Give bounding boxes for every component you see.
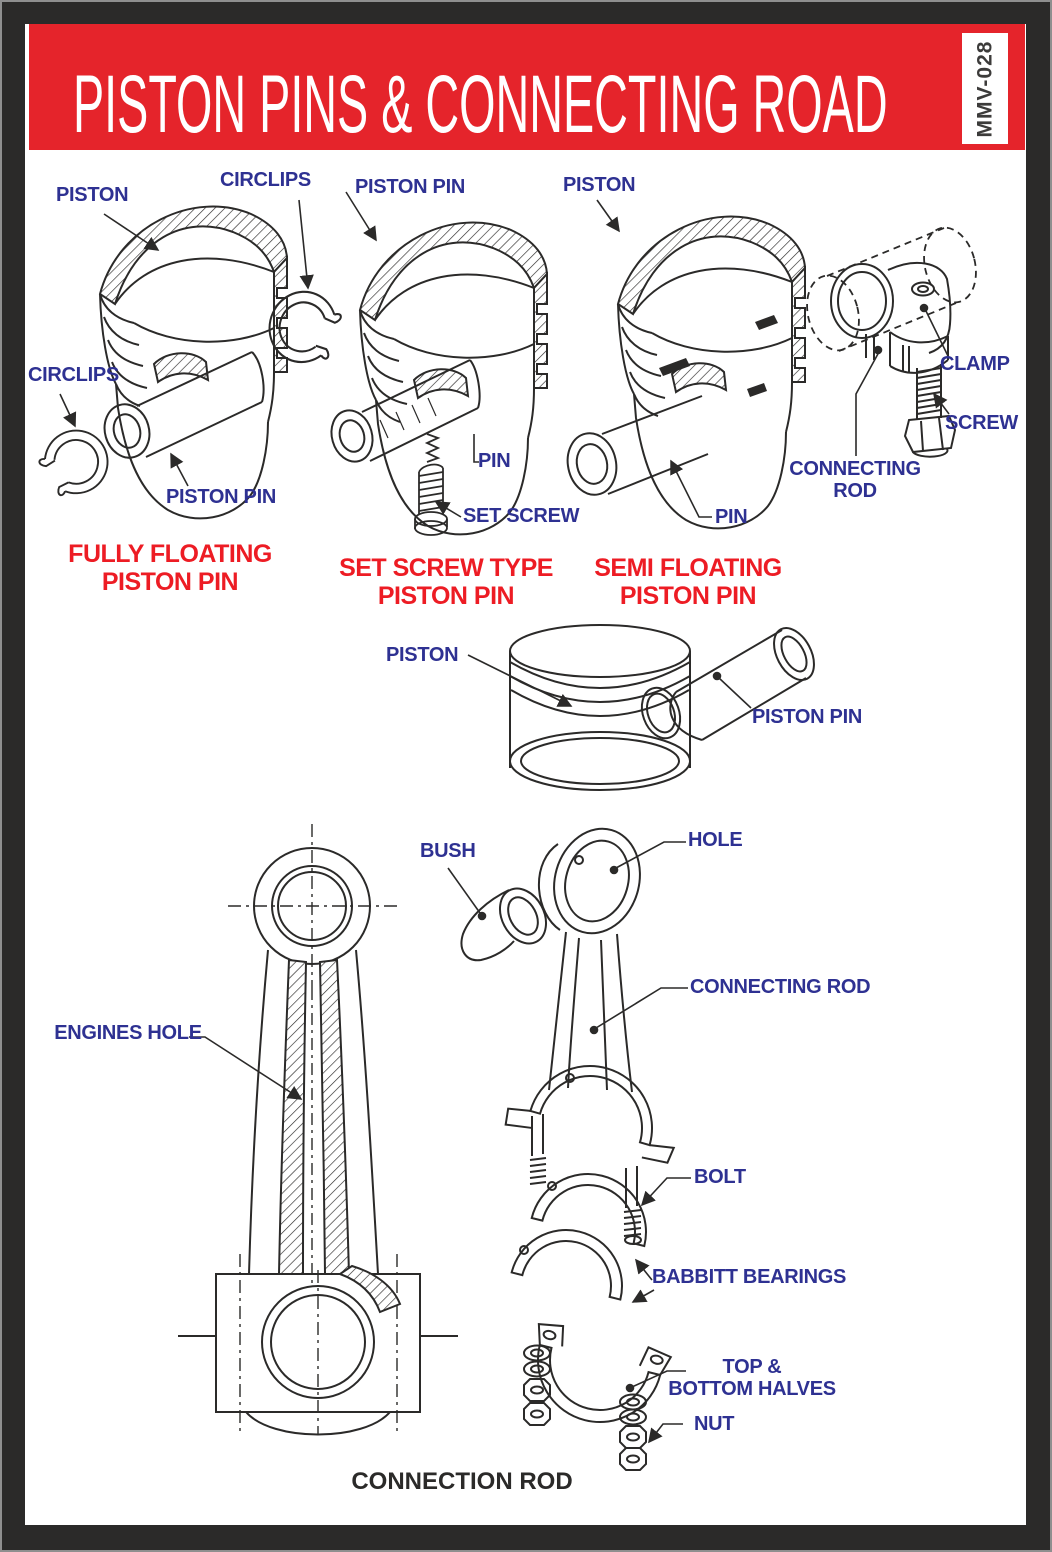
label-connecting-rod-clamp: CONNECTING ROD [789,458,921,503]
label-bush: BUSH [420,840,476,862]
label-engines-hole: ENGINES HOLE [54,1022,202,1044]
label-circlips-top: CIRCLIPS [220,169,311,191]
label-piston-pin-2: PISTON PIN [355,176,465,198]
label-top-bottom-halves-line2: BOTTOM HALVES [668,1378,836,1401]
label-set-screw: SET SCREW [463,505,580,527]
label-connecting-rod-exploded: CONNECTING ROD [690,976,871,998]
label-hole: HOLE [688,829,743,851]
label-bolt: BOLT [694,1166,746,1188]
poster-inner-area [25,24,1026,1525]
header-banner: PISTON PINS & CONNECTING ROAD [29,24,1025,150]
page-title: PISTON PINS & CONNECTING ROAD [73,59,888,150]
label-pin-3: PIN [715,506,748,528]
label-top-bottom-halves-line1: TOP & [722,1356,782,1378]
label-piston-pin-1: PISTON PIN [166,486,276,508]
label-top-bottom-halves: TOP & BOTTOM HALVES [647,1356,857,1401]
label-babbitt-bearings: BABBITT BEARINGS [652,1266,847,1288]
caption-set-screw-type: SET SCREW TYPE PISTON PIN [339,554,553,610]
caption-fully-floating: FULLY FLOATING PISTON PIN [68,540,272,596]
label-screw: SCREW [945,412,1018,434]
label-piston-mid: PISTON [386,644,459,666]
footer-caption: CONNECTION ROD [351,1468,573,1495]
label-circlips-left: CIRCLIPS [28,364,119,386]
label-piston-pin-mid: PISTON PIN [752,706,862,728]
label-piston-1: PISTON [56,184,129,206]
label-clamp: CLAMP [940,353,1010,375]
label-pin-2: PIN [478,450,511,472]
label-piston-3: PISTON [563,174,636,196]
label-nut: NUT [694,1413,735,1435]
code-badge: MMV-028 [962,33,1008,144]
caption-semi-floating: SEMI FLOATING PISTON PIN [594,554,782,610]
code-badge-text: MMV-028 [973,40,996,137]
